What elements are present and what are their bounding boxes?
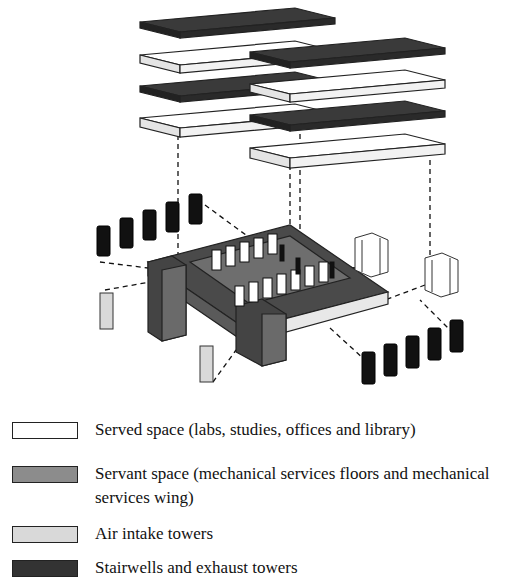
legend-row: Served space (labs, studies, offices and… bbox=[0, 418, 511, 442]
legend-text: Stairwells and exhaust towers bbox=[95, 556, 505, 580]
legend-text: Served space (labs, studies, offices and… bbox=[95, 418, 505, 442]
legend-text: Air intake towers bbox=[95, 522, 505, 546]
legend-swatch bbox=[12, 526, 78, 543]
legend-text: Servant space (mechanical services floor… bbox=[95, 462, 505, 510]
legend-row: Air intake towers bbox=[0, 522, 511, 546]
stair-towers-left bbox=[97, 194, 202, 256]
legend-swatch bbox=[12, 422, 78, 439]
legend-swatch bbox=[12, 560, 78, 577]
base-building bbox=[148, 225, 388, 366]
lab-modules bbox=[212, 234, 334, 306]
legend-swatch bbox=[12, 466, 78, 483]
exploded-axonometric bbox=[0, 0, 511, 410]
dashed-guides bbox=[100, 125, 460, 382]
legend-row: Stairwells and exhaust towers bbox=[0, 556, 511, 580]
legend-row: Servant space (mechanical services floor… bbox=[0, 462, 511, 510]
air-intake-towers bbox=[100, 293, 213, 382]
floor-slabs bbox=[140, 8, 445, 168]
stair-towers-right bbox=[362, 320, 463, 384]
glass-boxes bbox=[355, 233, 458, 297]
